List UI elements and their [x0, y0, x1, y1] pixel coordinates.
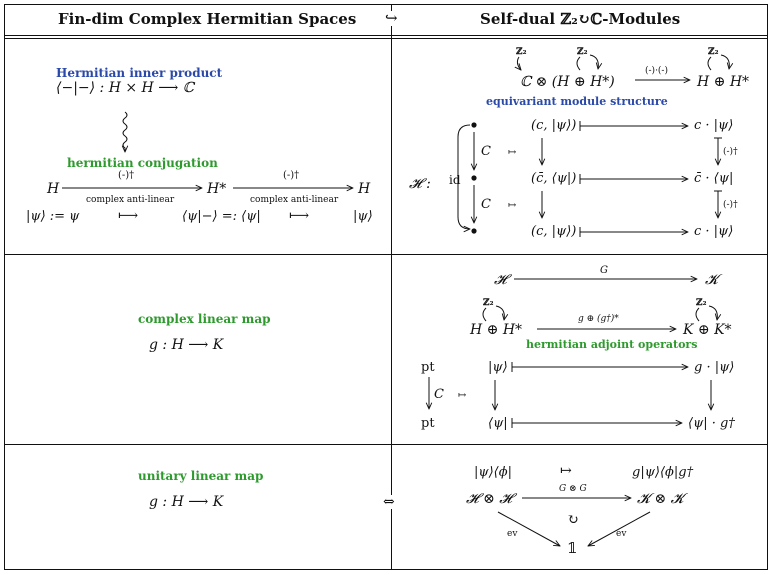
z2-label-c: ℤ₂	[708, 47, 719, 57]
g-ket-bra: g|ψ⟩⟨ϕ|g†	[632, 465, 694, 480]
z2-label-e: ℤ₂	[696, 298, 707, 308]
anti-linear-label-1: complex anti-linear	[86, 195, 175, 205]
dagger-label-1: (-)†	[118, 170, 135, 181]
bra-g: ⟨ψ| · g†	[688, 416, 735, 431]
left-column-title: Fin-dim Complex Hermitian Spaces	[58, 10, 357, 28]
z2-loop-c2	[720, 54, 729, 69]
dot-bottom	[471, 228, 477, 234]
K-sum-Kstar: K ⊕ K*	[683, 322, 732, 338]
HH-object: 𝓗 ⊗ 𝓗	[466, 491, 512, 507]
ket-definition: |ψ⟩ := ψ	[26, 209, 80, 224]
z2-label-d: ℤ₂	[483, 298, 494, 308]
map-label: g ⊕ (g†)*	[578, 314, 619, 324]
inner-product-formula: ⟨−|−⟩ : H × H ⟶ ℂ	[56, 80, 194, 96]
z2-loop-a	[517, 56, 521, 70]
z2-loop-c	[707, 56, 712, 71]
row-divider-1	[4, 254, 768, 255]
id-bracket	[457, 124, 470, 229]
bra-2: ⟨ψ|	[488, 416, 508, 431]
z2-loop-b	[576, 56, 581, 71]
mapsto-d: ↦	[560, 463, 572, 479]
inner-product-label: Hermitian inner product	[56, 66, 223, 80]
row-a-left: (c, |ψ⟩)	[531, 118, 577, 133]
row-divider-2	[4, 444, 768, 445]
z2-label-a: ℤ₂	[516, 47, 527, 57]
anti-linear-label-2: complex anti-linear	[250, 195, 339, 205]
dagger-label-b: (-)†	[723, 200, 738, 210]
row-c-left: (c, |ψ⟩)	[531, 224, 577, 239]
adjoint-operators-label: hermitian adjoint operators	[526, 338, 698, 351]
ev-arrow-1	[497, 511, 560, 546]
ket-bra: |ψ⟩⟨ϕ|	[474, 465, 512, 480]
unit-object: 𝟙	[567, 539, 578, 557]
C-label-3: C	[434, 387, 444, 402]
calH-label: 𝓗 :	[409, 176, 431, 192]
calH-object: 𝓗	[494, 272, 507, 288]
row-b-left: (c̄, ⟨ψ|)	[531, 171, 577, 186]
mapsto-c: ↦	[458, 390, 467, 401]
z2-loop-e2	[708, 305, 717, 320]
dagger-label-a: (-)†	[723, 147, 738, 157]
z2-loop-d	[482, 307, 487, 322]
module-structure-label: equivariant module structure	[486, 95, 668, 108]
conjugation-label: hermitian conjugation	[67, 156, 218, 170]
dot-top	[471, 122, 477, 128]
dagger-label-2: (-)†	[283, 170, 300, 181]
space-H-2: H	[358, 181, 371, 197]
id-label: id	[449, 173, 461, 187]
squiggle-arrow	[123, 111, 127, 152]
row-a-right: c · |ψ⟩	[694, 118, 734, 133]
header-rule-1	[4, 35, 768, 36]
pt-label-1: pt	[421, 360, 435, 375]
calK-object: 𝓚	[705, 272, 719, 288]
KK-object: 𝓚 ⊗ 𝓚	[637, 491, 684, 507]
z2-loop-d2	[495, 305, 504, 320]
ev-label-2: ev	[616, 529, 627, 539]
ket-2: |ψ⟩	[488, 360, 508, 375]
row-c-right: c · |ψ⟩	[694, 224, 734, 239]
GG-label: G ⊗ G	[559, 484, 587, 494]
linear-map-formula: g : H ⟶ K	[149, 337, 224, 353]
C-label-1: C	[481, 144, 491, 159]
G-label: G	[600, 265, 608, 276]
ket-end: |ψ⟩	[353, 209, 373, 224]
space-Hstar: H*	[207, 181, 227, 197]
mapsto-arrow-1: ⟼	[118, 208, 139, 224]
mapsto-a: ↦	[508, 147, 517, 158]
C-label-2: C	[481, 197, 491, 212]
mapsto-arrow-2: ⟼	[289, 208, 310, 224]
header-rule-2	[4, 38, 768, 39]
target-expression: H ⊕ H*	[697, 74, 750, 90]
row-b-right: c̄ · ⟨ψ|	[694, 171, 734, 186]
unitary-map-label: unitary linear map	[138, 469, 264, 483]
H-sum-Hstar: H ⊕ H*	[470, 322, 523, 338]
diagram-frame	[4, 4, 768, 570]
z2-label-b: ℤ₂	[577, 47, 588, 57]
tensor-expression: ℂ ⊗ (H ⊕ H*)	[520, 74, 615, 90]
center-divider	[391, 4, 392, 570]
z2-loop-e	[695, 307, 700, 322]
space-H: H	[47, 181, 60, 197]
ev-arrow-2	[588, 511, 651, 546]
unitary-map-formula: g : H ⟶ K	[149, 494, 224, 510]
iff-arrow-icon: ⇔	[383, 494, 395, 510]
action-label: (-)·(-)	[645, 66, 668, 76]
right-column-title: Self-dual ℤ₂↻ℂ-Modules	[480, 10, 681, 28]
bra-definition: ⟨ψ|−⟩ =: ⟨ψ|	[182, 209, 261, 224]
commute-circle-icon: ↻	[567, 512, 579, 528]
ev-label-1: ev	[507, 529, 518, 539]
g-ket: g · |ψ⟩	[694, 360, 735, 375]
dot-middle	[471, 175, 477, 181]
mapsto-b: ↦	[508, 200, 517, 211]
hook-arrow-icon: ↪	[384, 9, 399, 27]
z2-loop-b2	[589, 54, 598, 69]
linear-map-label: complex linear map	[138, 312, 271, 326]
pt-label-2: pt	[421, 416, 435, 431]
